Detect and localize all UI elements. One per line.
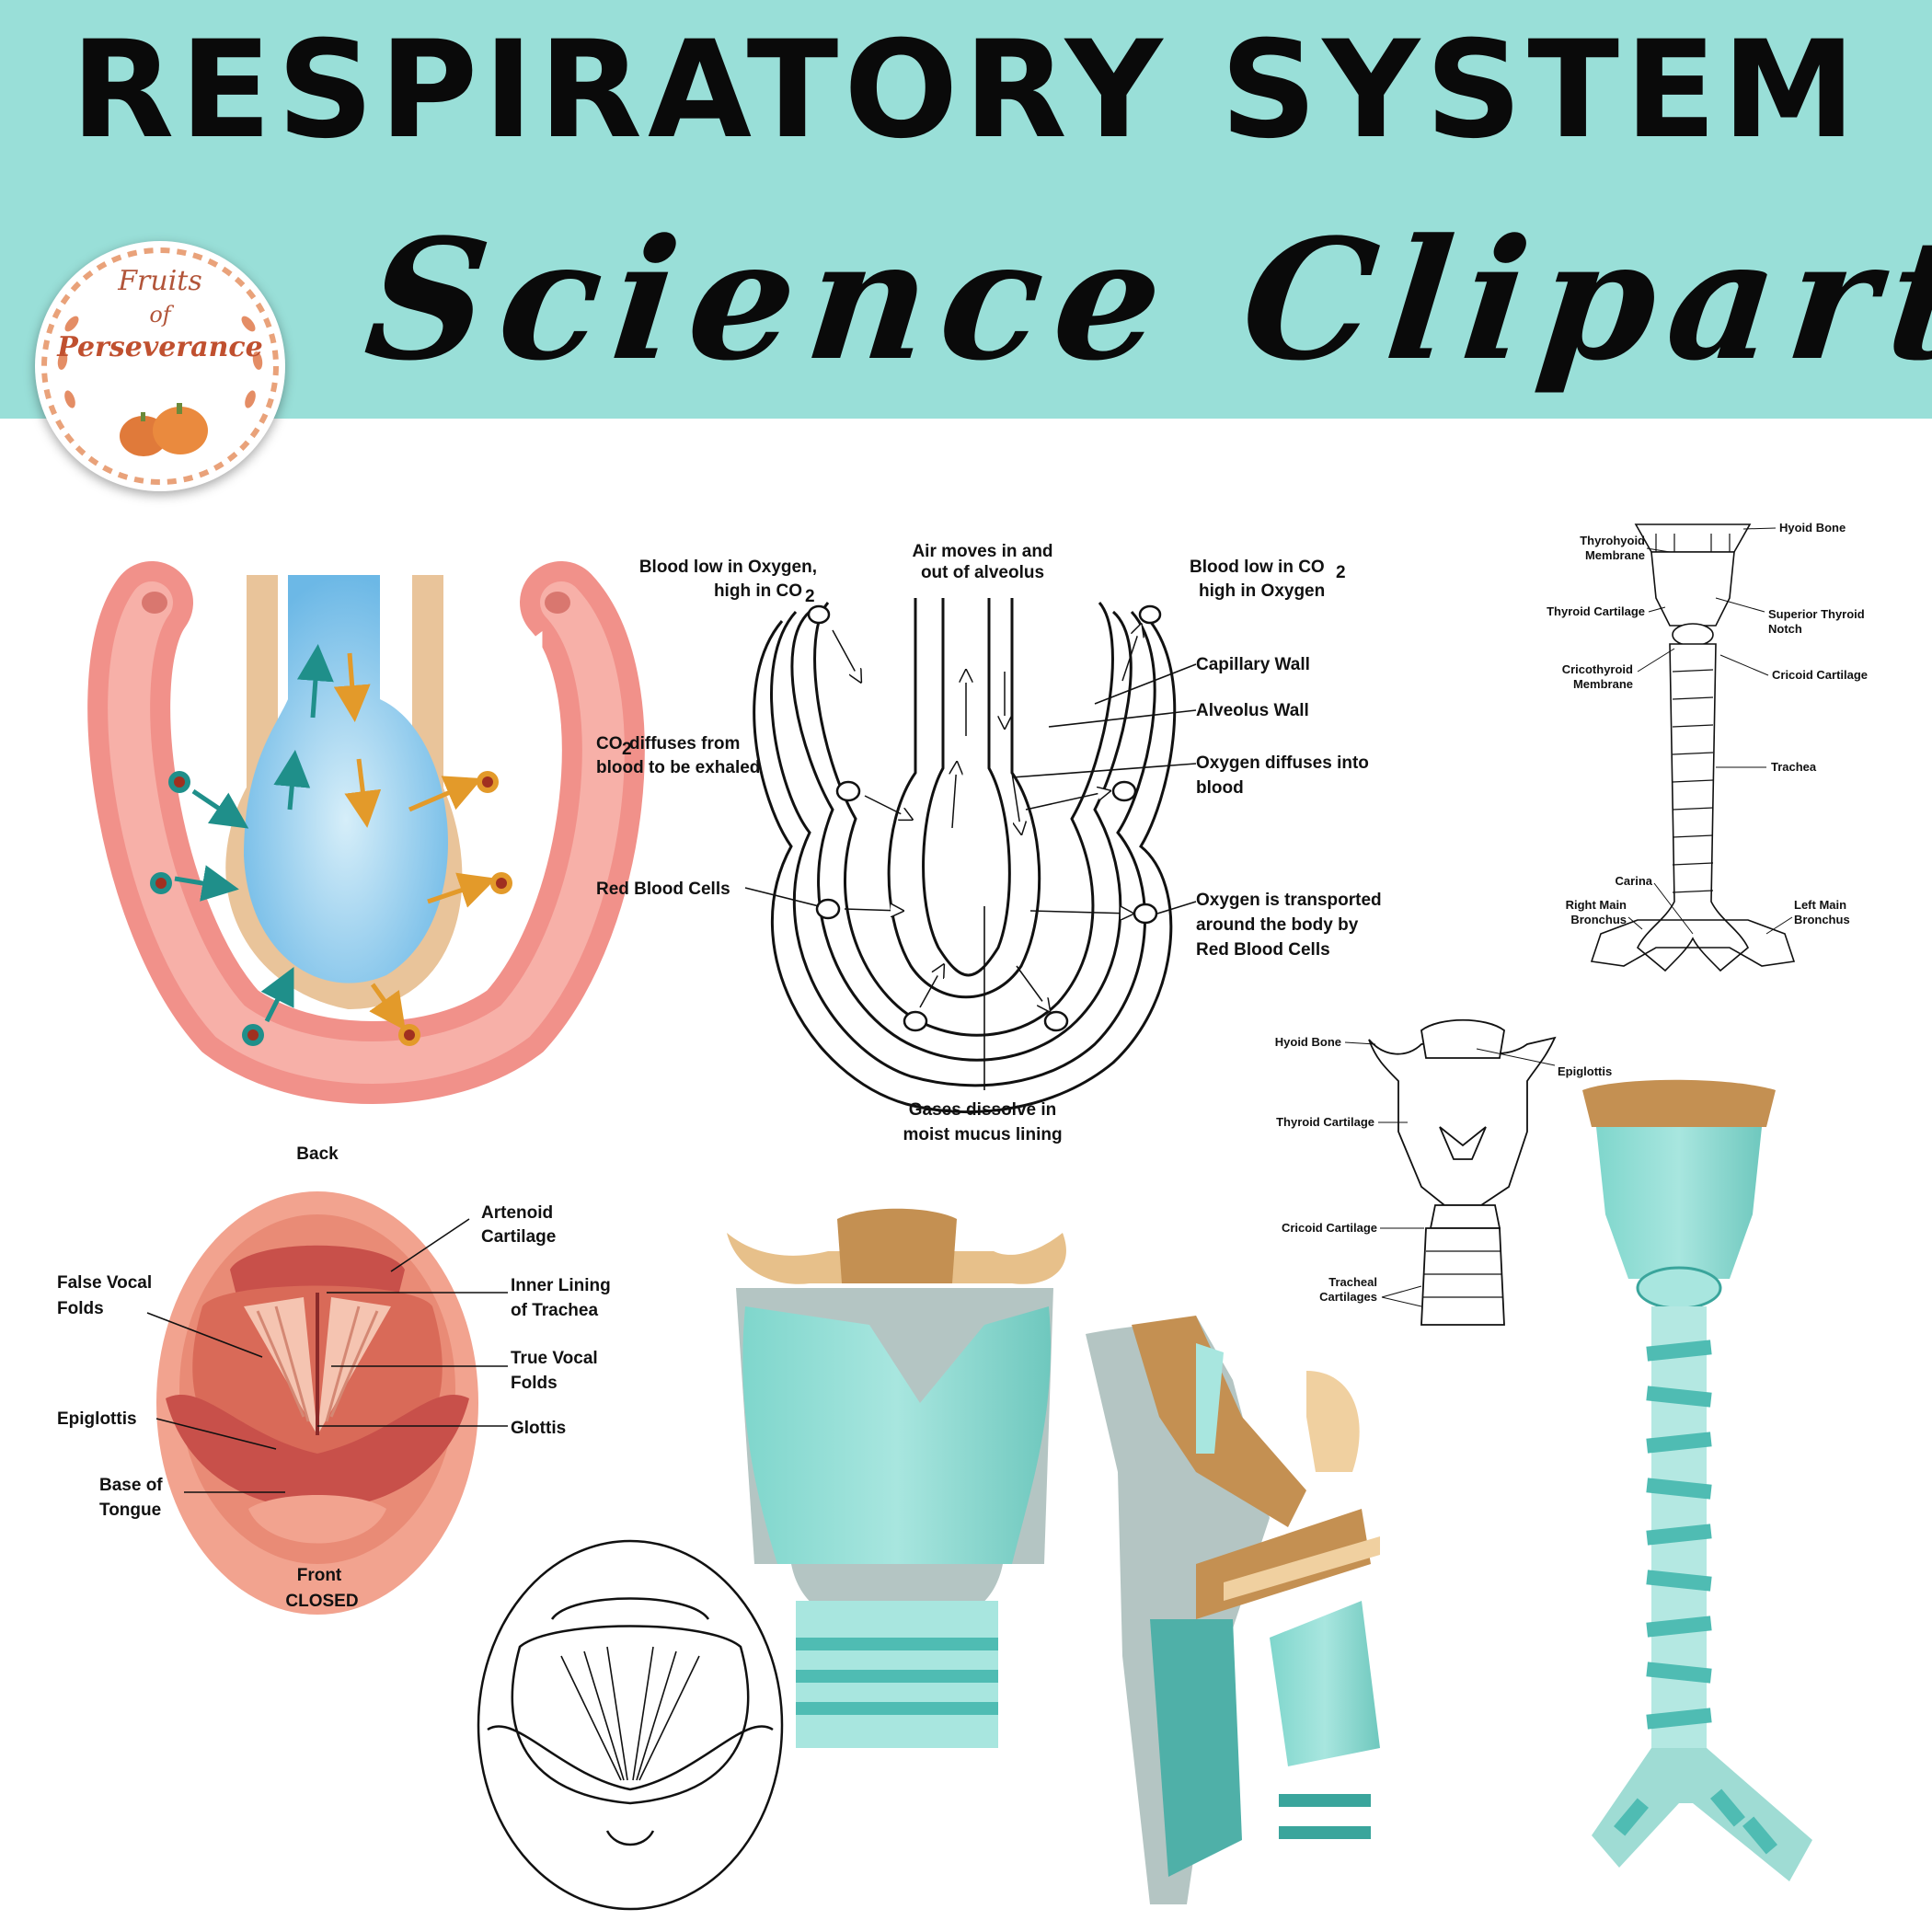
logo-text-fruits: Fruits xyxy=(118,265,202,297)
label-subscript-2c: 2 xyxy=(622,740,632,759)
label-left-main-line2: Bronchus xyxy=(1794,913,1850,926)
label-subscript-2b: 2 xyxy=(1336,563,1346,582)
label-oxygen-transported-line2: around the body by xyxy=(1196,915,1359,935)
label-inner-lining-line1: Inner Lining xyxy=(511,1276,611,1295)
label-true-vocal-line1: True Vocal xyxy=(511,1349,598,1368)
label-artenoid-line2: Cartilage xyxy=(481,1227,556,1247)
label-closed: CLOSED xyxy=(285,1592,358,1611)
label-blood-low-co2-line2: high in Oxygen xyxy=(1199,581,1325,601)
label-gases-dissolve-line1: Gases dissolve in xyxy=(909,1100,1057,1120)
label-left-main-line1: Left Main xyxy=(1794,898,1846,912)
logo-text-perseverance: Perseverance xyxy=(57,331,263,363)
alveolus-lineart-diagram: Air moves in and out of alveolus Blood l… xyxy=(596,542,1382,1144)
label-back: Back xyxy=(296,1144,339,1164)
label-red-blood-cells: Red Blood Cells xyxy=(596,880,730,899)
trachea-color-diagram xyxy=(1582,1079,1812,1881)
label-larynx-cricoid-cartilage: Cricoid Cartilage xyxy=(1282,1221,1377,1235)
label-oxygen-transported-line1: Oxygen is transported xyxy=(1196,891,1382,910)
alveolus-color-diagram xyxy=(87,561,645,1104)
label-co2-diffuses-line1a: CO xyxy=(596,734,623,753)
label-true-vocal-line2: Folds xyxy=(511,1374,558,1393)
label-thyrohyoid-line1: Thyrohyoid xyxy=(1580,534,1645,547)
label-blood-low-co2-line1: Blood low in CO xyxy=(1190,558,1325,577)
label-front: Front xyxy=(297,1566,342,1585)
label-oxygen-diffuses-line2: blood xyxy=(1196,778,1244,798)
logo-wreath xyxy=(41,247,279,485)
header-banner xyxy=(0,0,1932,419)
label-air-moves-line2: out of alveolus xyxy=(921,563,1044,582)
label-cricothyroid-line1: Cricothyroid xyxy=(1562,662,1633,676)
brand-logo: Fruits of Perseverance xyxy=(35,241,285,491)
label-hyoid-bone: Hyoid Bone xyxy=(1779,521,1846,535)
label-false-vocal-line2: Folds xyxy=(57,1299,104,1318)
label-right-main-line2: Bronchus xyxy=(1570,913,1627,926)
label-superior-thyroid-line2: Notch xyxy=(1768,622,1802,636)
label-trachea: Trachea xyxy=(1771,760,1817,774)
label-gases-dissolve-line2: moist mucus lining xyxy=(903,1125,1062,1144)
label-right-main-line1: Right Main xyxy=(1566,898,1627,912)
label-capillary-wall: Capillary Wall xyxy=(1196,655,1310,674)
label-base-tongue-line2: Tongue xyxy=(99,1501,161,1520)
label-larynx-thyroid-cartilage: Thyroid Cartilage xyxy=(1276,1115,1374,1129)
label-tracheal-line1: Tracheal xyxy=(1328,1275,1377,1289)
label-inner-lining-line2: of Trachea xyxy=(511,1301,598,1320)
trachea-lineart-diagram: Thyrohyoid Membrane Hyoid Bone Thyroid C… xyxy=(1547,521,1868,972)
label-artenoid-line1: Artenoid xyxy=(481,1203,553,1223)
label-co2-diffuses-line1b: diffuses from xyxy=(629,734,740,753)
label-larynx-hyoid-bone: Hyoid Bone xyxy=(1275,1035,1341,1049)
label-blood-low-oxygen-line1: Blood low in Oxygen, xyxy=(639,558,817,577)
label-oxygen-transported-line3: Red Blood Cells xyxy=(1196,940,1330,960)
vocal-folds-lineart-diagram xyxy=(477,1539,784,1911)
label-base-tongue-line1: Base of xyxy=(99,1476,163,1495)
label-cricoid-cartilage: Cricoid Cartilage xyxy=(1772,668,1868,682)
logo-text-of: of xyxy=(149,302,171,328)
page-title: RESPIRATORY SYSTEM xyxy=(70,12,1862,168)
label-carina: Carina xyxy=(1616,874,1653,888)
larynx-lineart-diagram: Hyoid Bone Epiglottis Thyroid Cartilage … xyxy=(1275,1018,1612,1326)
label-epiglottis: Epiglottis xyxy=(57,1409,137,1429)
label-blood-low-oxygen-line2: high in CO xyxy=(714,581,802,601)
label-false-vocal-line1: False Vocal xyxy=(57,1273,152,1293)
label-cricothyroid-line2: Membrane xyxy=(1573,677,1633,691)
label-oxygen-diffuses-line1: Oxygen diffuses into xyxy=(1196,753,1369,773)
label-thyroid-cartilage: Thyroid Cartilage xyxy=(1547,604,1645,618)
label-tracheal-line2: Cartilages xyxy=(1319,1290,1377,1304)
label-air-moves-line1: Air moves in and xyxy=(912,542,1052,561)
larynx-color-front xyxy=(727,1208,1066,1748)
label-subscript-2: 2 xyxy=(805,587,815,606)
pumpkin-icon xyxy=(120,403,208,456)
label-co2-diffuses-line2: blood to be exhaled xyxy=(596,758,760,777)
label-thyrohyoid-line2: Membrane xyxy=(1585,548,1645,562)
vocal-folds-color-diagram: Back Artenoid Cartilage False Vocal Fold… xyxy=(57,1144,611,1615)
label-glottis: Glottis xyxy=(511,1419,566,1438)
label-alveolus-wall: Alveolus Wall xyxy=(1196,701,1309,720)
larynx-color-section xyxy=(1086,1316,1380,1904)
label-larynx-epiglottis: Epiglottis xyxy=(1558,1064,1612,1078)
label-superior-thyroid-line1: Superior Thyroid xyxy=(1768,607,1865,621)
